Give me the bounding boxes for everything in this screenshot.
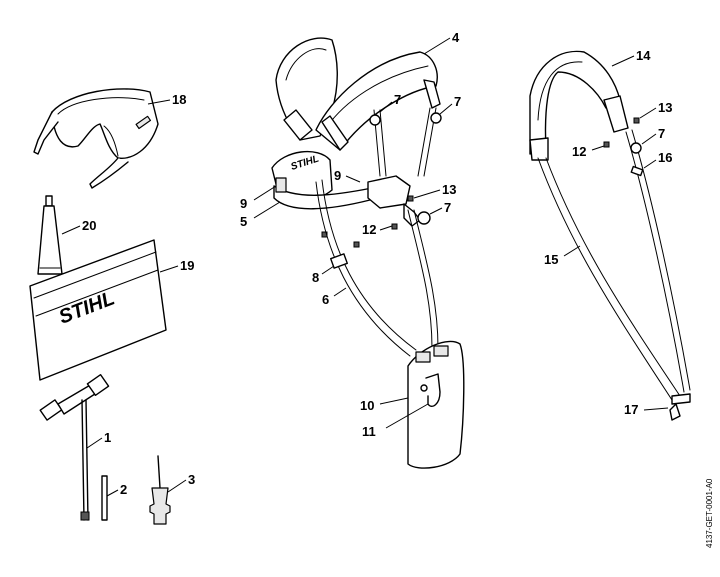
label-12b: 12 <box>572 144 586 159</box>
label-12a: 12 <box>362 222 376 237</box>
label-10: 10 <box>360 398 374 413</box>
label-4: 4 <box>452 30 460 45</box>
label-20: 20 <box>82 218 96 233</box>
label-14: 14 <box>636 48 651 63</box>
label-11: 11 <box>362 424 376 439</box>
label-5: 5 <box>240 214 247 229</box>
label-9b: 9 <box>334 168 341 183</box>
label-13a: 13 <box>442 182 456 197</box>
label-7d: 7 <box>658 126 665 141</box>
harness-straps <box>369 107 442 177</box>
label-7b: 7 <box>454 94 461 109</box>
screwdriver <box>149 455 171 525</box>
label-2: 2 <box>120 482 127 497</box>
single-shoulder-strap <box>529 50 691 421</box>
reference-code: 4137-GET-0001-A0 <box>705 478 714 548</box>
label-16: 16 <box>658 150 672 165</box>
pin <box>101 475 108 521</box>
label-18: 18 <box>172 92 186 107</box>
label-6: 6 <box>322 292 329 307</box>
label-3: 3 <box>188 472 195 487</box>
tool-pouch: STIHL <box>29 239 167 381</box>
label-1: 1 <box>104 430 111 445</box>
harness-long-strap <box>315 179 439 357</box>
label-7a: 7 <box>394 92 401 107</box>
combination-wrench <box>39 373 110 521</box>
label-7c: 7 <box>444 200 451 215</box>
label-8: 8 <box>312 270 319 285</box>
label-13b: 13 <box>658 100 672 115</box>
label-15: 15 <box>544 252 558 267</box>
harness-fittings <box>391 195 431 230</box>
grease-tube <box>37 195 63 275</box>
harness-shoulder-pads <box>275 37 441 151</box>
label-19: 19 <box>180 258 194 273</box>
hip-plate <box>407 340 465 469</box>
label-9a: 9 <box>240 196 247 211</box>
safety-glasses <box>33 88 159 189</box>
label-17: 17 <box>624 402 638 417</box>
screw <box>353 241 360 248</box>
